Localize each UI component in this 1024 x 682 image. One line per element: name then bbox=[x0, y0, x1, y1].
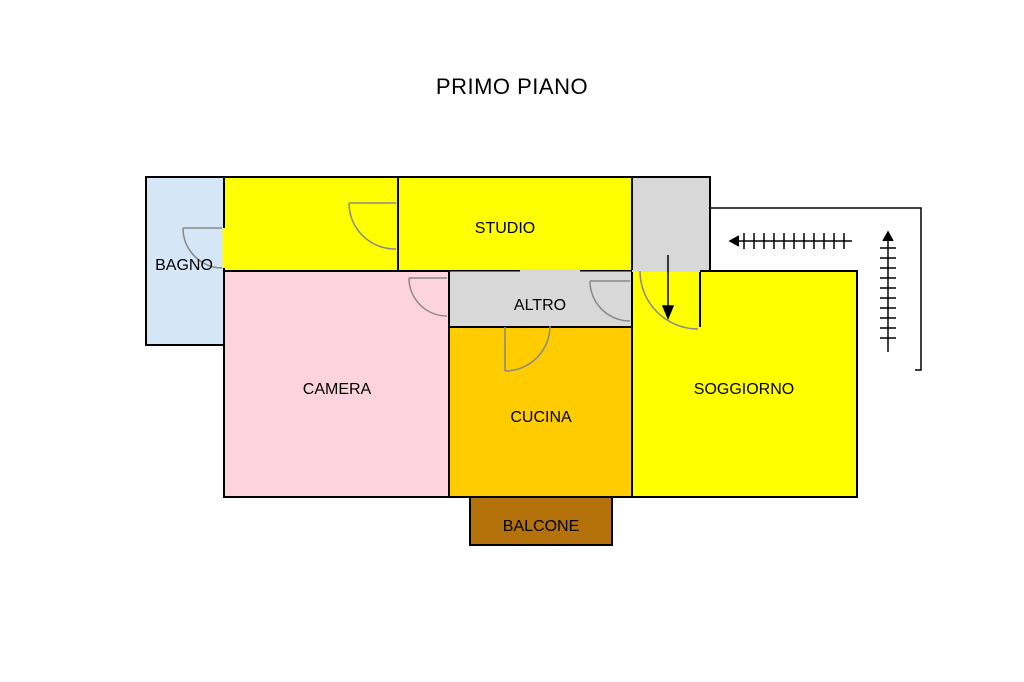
label-bagno: BAGNO bbox=[155, 257, 213, 274]
plan-title: PRIMO PIANO bbox=[435, 74, 589, 99]
room-camera[interactable] bbox=[223, 270, 450, 498]
label-camera: CAMERA bbox=[303, 381, 372, 398]
room-studio[interactable] bbox=[223, 176, 633, 272]
door-swing-icon bbox=[182, 202, 699, 372]
room-cucina[interactable] bbox=[448, 326, 633, 498]
label-cucina: CUCINA bbox=[510, 409, 572, 426]
room-bagno[interactable] bbox=[145, 176, 225, 346]
entry-arrow-icon bbox=[661, 255, 675, 320]
label-altro: ALTRO bbox=[514, 297, 566, 314]
label-studio: STUDIO bbox=[475, 220, 535, 237]
room-balcone[interactable] bbox=[469, 496, 613, 546]
label-soggiorno: SOGGIORNO bbox=[694, 381, 794, 398]
stair-arrow-icon bbox=[710, 207, 922, 371]
label-balcone: BALCONE bbox=[503, 518, 579, 535]
room-landing bbox=[631, 176, 711, 272]
